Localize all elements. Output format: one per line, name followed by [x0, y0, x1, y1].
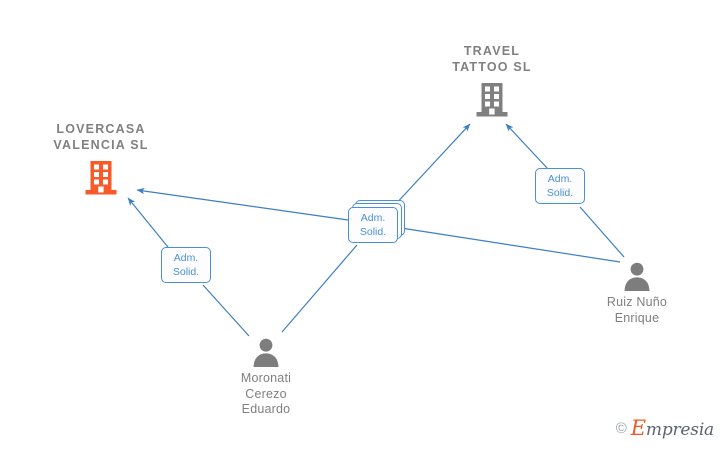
relation-label-line1: Adm. [360, 211, 386, 224]
company-label-travel-tattoo: TRAVEL TATTOO SL [452, 44, 532, 74]
building-icon [84, 159, 118, 199]
relation-label-line2: Solid. [359, 226, 387, 238]
building-icon [475, 81, 509, 121]
relation-sheet: Adm. Solid. [161, 247, 211, 283]
empresia-watermark: © Empresia [616, 416, 714, 440]
node-ruiz-nuno-enrique[interactable]: Ruiz Nuño Enrique [547, 261, 727, 326]
person-label-moronati: Moronati Cerezo Eduardo [240, 371, 292, 417]
relation-sheet: Adm. Solid. [348, 207, 398, 243]
edge-ruiz-to-relright [579, 206, 625, 258]
person-icon [622, 261, 652, 291]
edge-relright-to-travel [505, 123, 549, 170]
relation-label-line2: Solid. [546, 187, 574, 199]
edge-relcenter-to-lovercasa [136, 187, 349, 221]
relation-box-adm-solid-left[interactable]: Adm. Solid. [161, 247, 213, 285]
edge-moronati-to-relleft [202, 284, 250, 337]
edge-moronati-to-relcenter [281, 244, 358, 333]
brand-rest: mpresia [645, 420, 714, 440]
company-label-lovercasa: LOVERCASA VALENCIA SL [53, 122, 149, 152]
relation-sheet: Adm. Solid. [535, 168, 585, 204]
relation-label-line1: Adm. [173, 251, 199, 264]
node-lovercasa-valencia-sl[interactable]: LOVERCASA VALENCIA SL [11, 122, 191, 199]
relation-label-line2: Solid. [172, 266, 200, 278]
person-icon [251, 337, 281, 367]
copyright-icon: © [615, 419, 627, 437]
node-travel-tattoo-sl[interactable]: TRAVEL TATTOO SL [402, 44, 582, 121]
edge-relleft-to-lovercasa [127, 197, 173, 253]
edge-ruiz-to-relcenter [400, 227, 621, 263]
edge-relcenter-to-travel [392, 123, 471, 208]
relation-box-adm-solid-right[interactable]: Adm. Solid. [535, 168, 587, 206]
brand-wordmark: Empresia [631, 416, 714, 440]
brand-initial: E [630, 416, 646, 440]
relation-box-adm-solid-center[interactable]: Adm. Solid. [348, 200, 405, 245]
relation-label-line1: Adm. [547, 172, 573, 185]
person-label-ruiz-nuno: Ruiz Nuño Enrique [606, 295, 668, 325]
node-moronati-cerezo-eduardo[interactable]: Moronati Cerezo Eduardo [176, 337, 356, 418]
